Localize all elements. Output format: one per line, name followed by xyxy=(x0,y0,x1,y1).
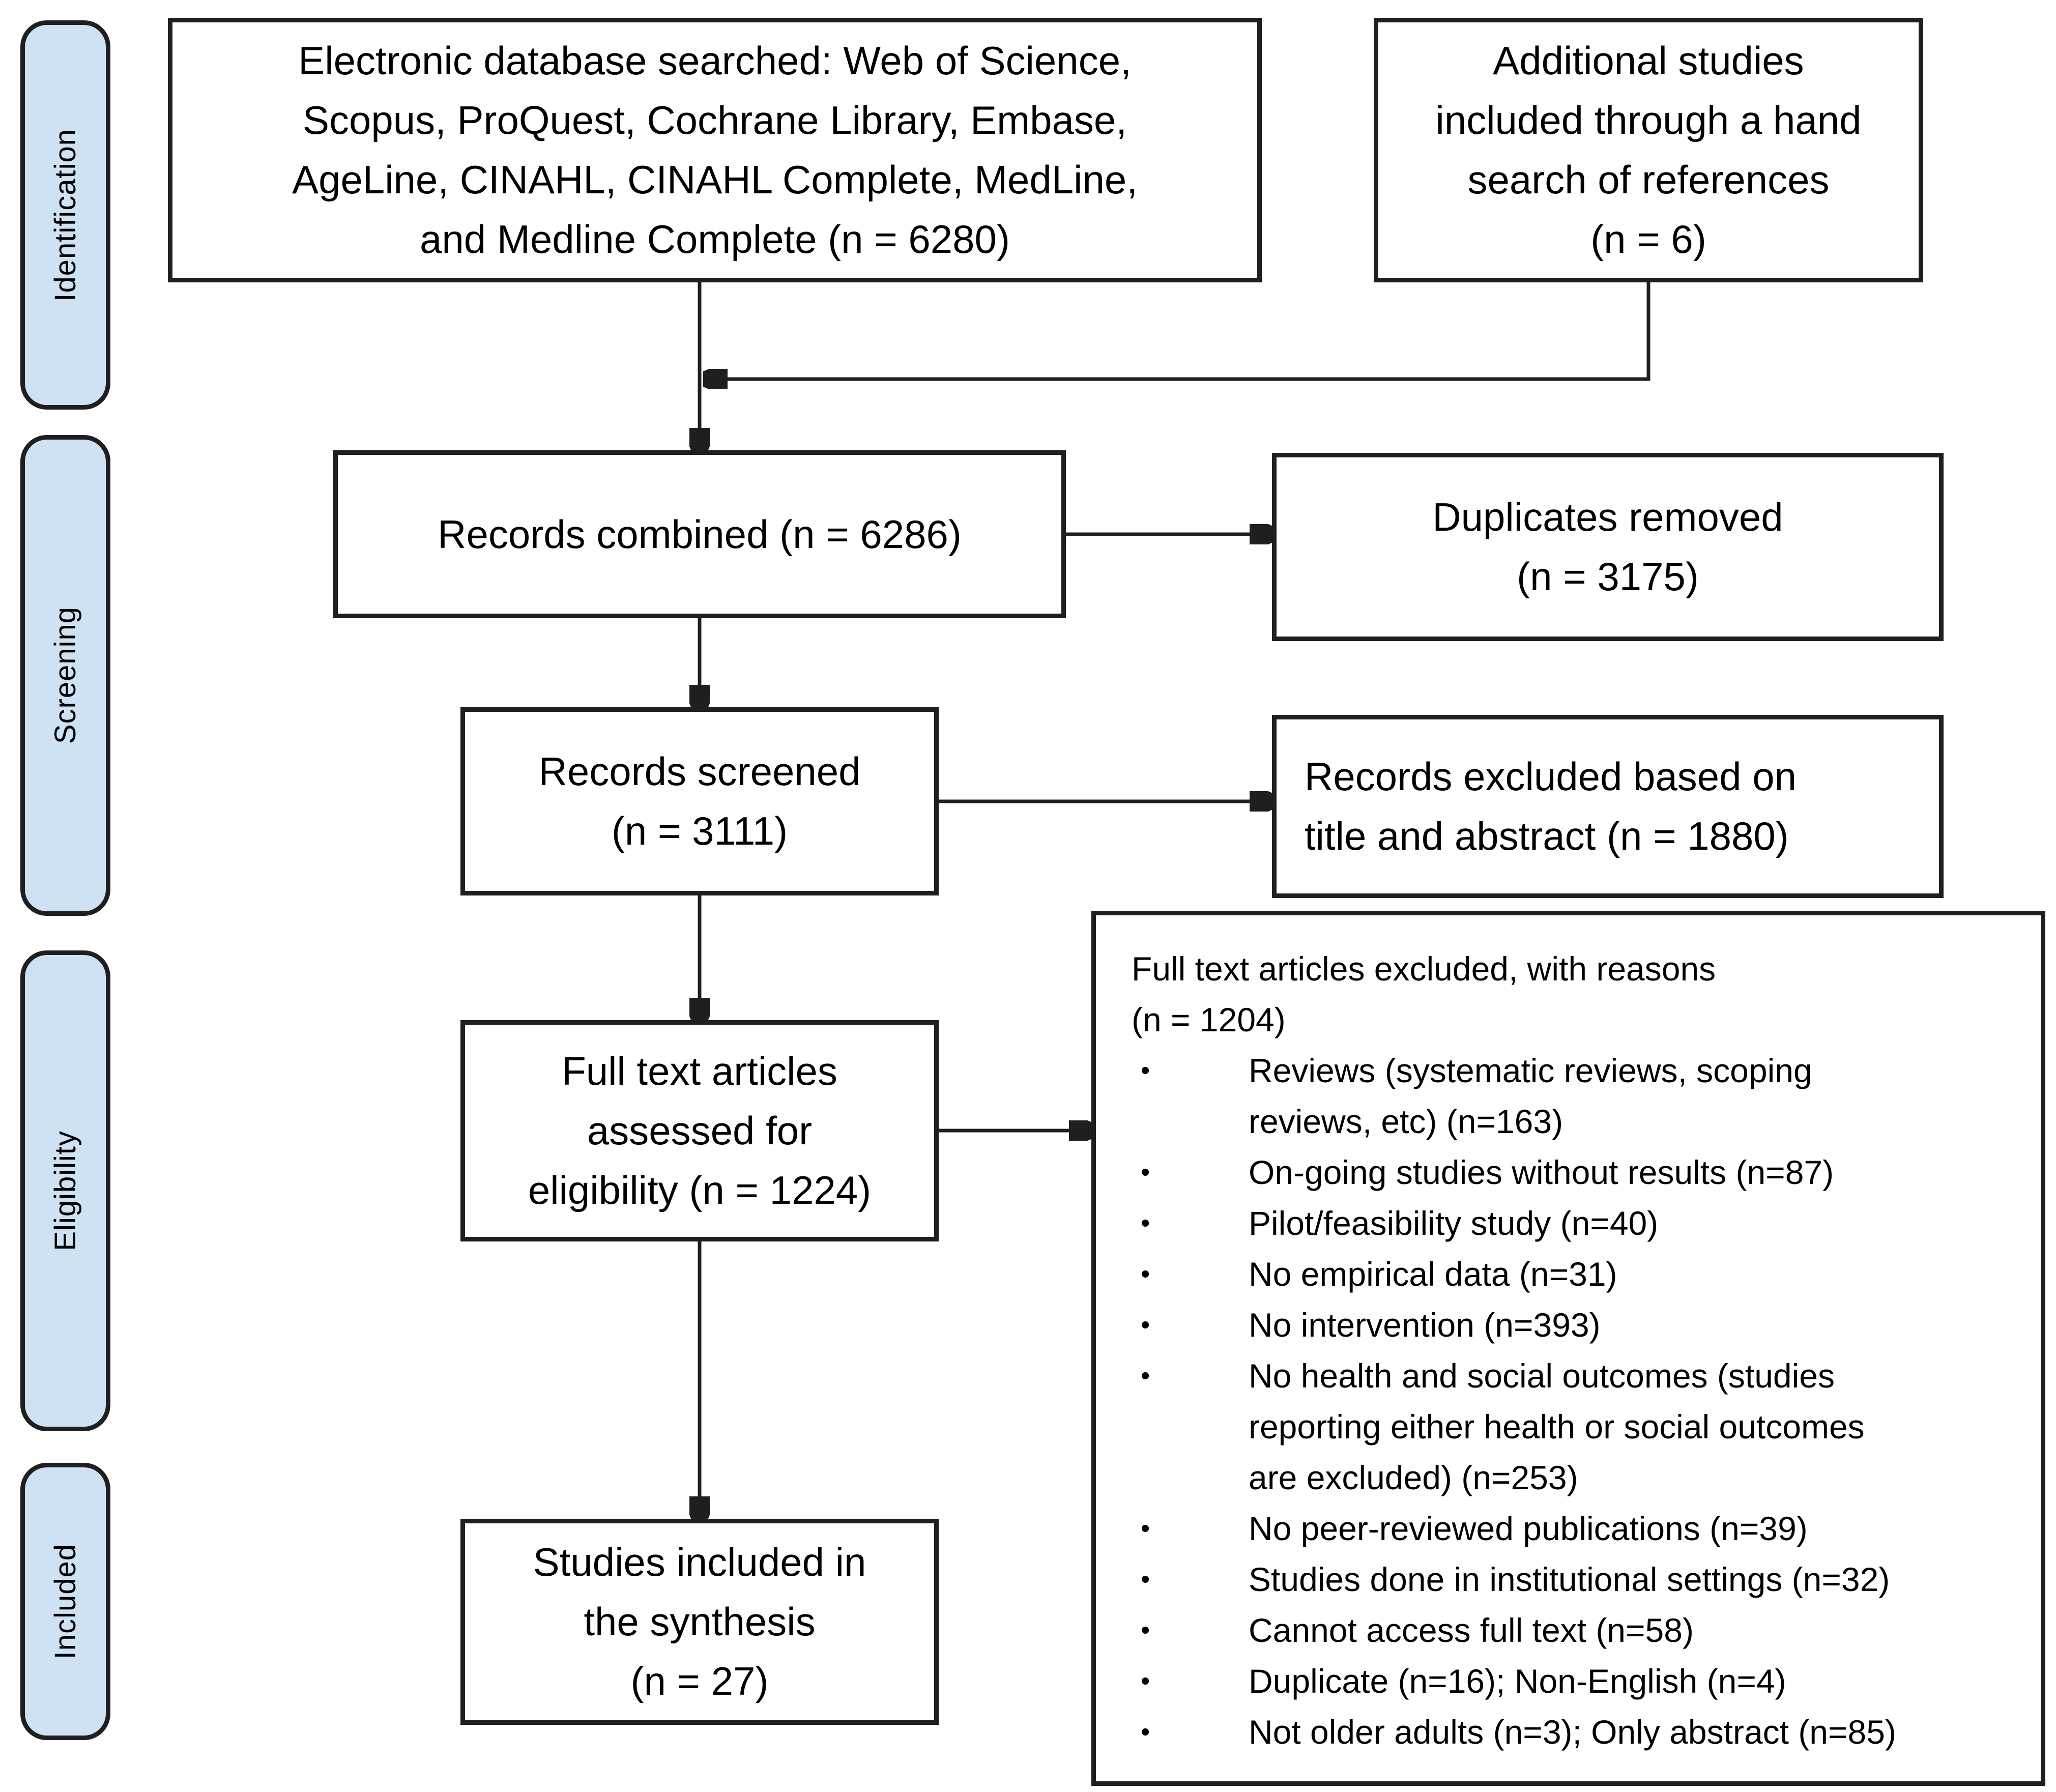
exclusion-reason-item: Studies done in institutional settings (… xyxy=(1132,1554,2020,1605)
box-full-text-assessed-text: Full text articles assessed for eligibil… xyxy=(528,1049,872,1212)
exclusion-reason-text: Reviews (systematic reviews, scoping rev… xyxy=(1249,1052,1812,1140)
exclusion-reason-item: Cannot access full text (n=58) xyxy=(1132,1605,2020,1656)
exclusion-reason-text: No intervention (n=393) xyxy=(1249,1306,1601,1344)
exclusion-reason-text: No health and social outcomes (studies r… xyxy=(1249,1357,1865,1496)
exclusion-reason-text: On-going studies without results (n=87) xyxy=(1249,1153,1834,1191)
box-records-combined: Records combined (n = 6286) xyxy=(333,450,1066,618)
exclusion-reason-text: Pilot/feasibility study (n=40) xyxy=(1249,1204,1659,1242)
stage-label-screening: Screening xyxy=(20,435,110,916)
box-records-screened-text: Records screened (n = 3111) xyxy=(538,749,861,853)
stage-label-included-text: Included xyxy=(49,1543,82,1660)
box-hand-search: Additional studies included through a ha… xyxy=(1374,18,1923,282)
stage-label-eligibility: Eligibility xyxy=(20,950,110,1431)
exclusion-reason-text: Duplicate (n=16); Non-English (n=4) xyxy=(1249,1662,1786,1700)
box-hand-search-text: Additional studies included through a ha… xyxy=(1435,38,1862,262)
box-records-screened: Records screened (n = 3111) xyxy=(460,707,939,895)
box-duplicates-removed-text: Duplicates removed (n = 3175) xyxy=(1432,495,1783,599)
box-full-text-assessed: Full text articles assessed for eligibil… xyxy=(460,1020,939,1241)
exclusion-reason-item: Reviews (systematic reviews, scoping rev… xyxy=(1132,1045,2020,1147)
exclusion-reason-text: No empirical data (n=31) xyxy=(1249,1255,1617,1293)
box-databases-searched-text: Electronic database searched: Web of Sci… xyxy=(292,38,1138,262)
exclusion-reason-item: No peer-reviewed publications (n=39) xyxy=(1132,1503,2020,1554)
arrow-hand-search-to-merge xyxy=(705,282,1650,379)
box-duplicates-removed: Duplicates removed (n = 3175) xyxy=(1272,453,1944,641)
stage-label-identification: Identification xyxy=(20,20,110,410)
stage-label-included: Included xyxy=(20,1463,110,1740)
stage-label-screening-text: Screening xyxy=(49,606,82,744)
stage-label-identification-text: Identification xyxy=(49,128,82,302)
stage-label-eligibility-text: Eligibility xyxy=(49,1131,82,1251)
box-records-combined-text: Records combined (n = 6286) xyxy=(438,511,962,557)
exclusion-reason-list: Reviews (systematic reviews, scoping rev… xyxy=(1132,1045,2020,1757)
box-records-excluded-text: Records excluded based on title and abst… xyxy=(1305,754,1797,858)
exclusion-reason-item: No empirical data (n=31) xyxy=(1132,1249,2020,1299)
exclusion-reason-text: Not older adults (n=3); Only abstract (n… xyxy=(1249,1713,1896,1751)
box-databases-searched: Electronic database searched: Web of Sci… xyxy=(168,18,1262,282)
box-full-text-excluded: Full text articles excluded, with reason… xyxy=(1091,911,2045,1786)
exclusion-heading: Full text articles excluded, with reason… xyxy=(1132,950,1716,1038)
exclusion-reason-text: Studies done in institutional settings (… xyxy=(1249,1560,1890,1598)
exclusion-reason-item: No intervention (n=393) xyxy=(1132,1299,2020,1350)
exclusion-reason-item: Duplicate (n=16); Non-English (n=4) xyxy=(1132,1656,2020,1707)
exclusion-reason-text: Cannot access full text (n=58) xyxy=(1249,1611,1694,1649)
box-studies-included-text: Studies included in the synthesis (n = 2… xyxy=(533,1540,866,1703)
exclusion-reason-item: No health and social outcomes (studies r… xyxy=(1132,1350,2020,1503)
box-records-excluded: Records excluded based on title and abst… xyxy=(1272,715,1944,898)
exclusion-reason-item: On-going studies without results (n=87) xyxy=(1132,1147,2020,1198)
exclusion-reason-text: No peer-reviewed publications (n=39) xyxy=(1249,1510,1808,1547)
exclusion-reason-item: Not older adults (n=3); Only abstract (n… xyxy=(1132,1707,2020,1757)
box-studies-included: Studies included in the synthesis (n = 2… xyxy=(460,1519,939,1725)
exclusion-reason-item: Pilot/feasibility study (n=40) xyxy=(1132,1198,2020,1249)
